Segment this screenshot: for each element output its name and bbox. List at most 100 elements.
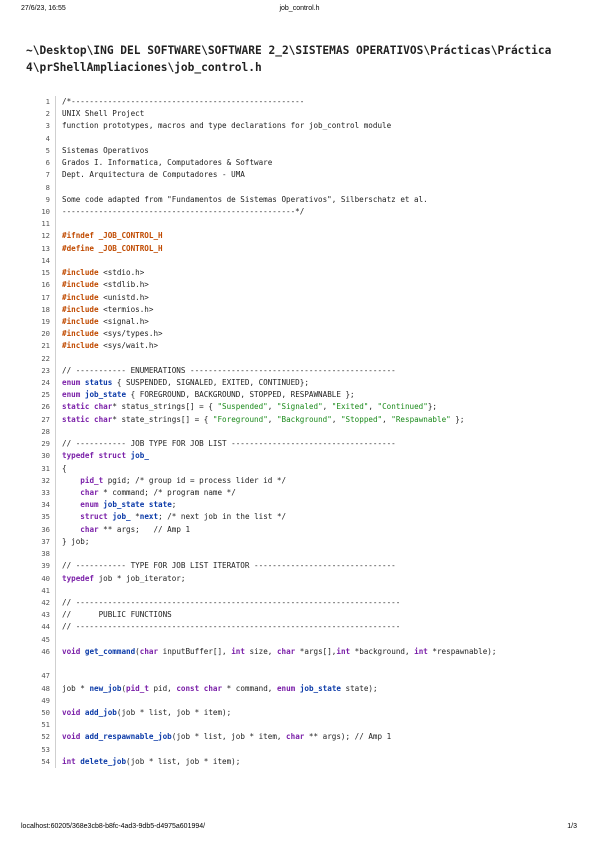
code-line: 23// ----------- ENUMERATIONS ----------…: [22, 364, 587, 378]
line-number: 4: [45, 133, 50, 143]
line-number: 8: [45, 182, 50, 192]
gutter-divider: [55, 670, 56, 683]
code-token: next: [139, 512, 159, 522]
code-token: enum: [62, 390, 81, 400]
file-path-heading: ~\Desktop\ING DEL SOFTWARE\SOFTWARE 2_2\…: [26, 44, 559, 74]
code-token: char: [80, 488, 99, 497]
code-line: 51: [22, 719, 587, 732]
code-listing: 1/*-------------------------------------…: [22, 96, 587, 769]
line-number: 17: [41, 292, 50, 302]
gutter-divider: [55, 291, 56, 304]
code-token: // ----------- TYPE FOR JOB LIST ITERATO…: [62, 561, 396, 571]
code-line: 15#include <stdio.h>: [22, 267, 587, 280]
line-number: 44: [41, 622, 50, 632]
gutter-divider: [55, 401, 56, 414]
code-token: void: [62, 707, 81, 717]
code-token: * status_strings[] = {: [112, 402, 218, 412]
code-token: (: [121, 683, 127, 693]
gutter-divider: [55, 389, 56, 402]
code-text: void add_respawnable_job(job * list, job…: [62, 731, 587, 743]
code-line: 39// ----------- TYPE FOR JOB LIST ITERA…: [22, 560, 587, 573]
code-token: char: [276, 646, 296, 656]
line-number: 31: [41, 463, 50, 473]
line-number: 19: [41, 316, 50, 326]
line-number: 29: [41, 439, 50, 449]
code-text: // ----------- JOB TYPE FOR JOB LIST ---…: [62, 438, 587, 450]
line-number: 9: [45, 194, 50, 204]
code-token: <stdlib.h>: [98, 280, 149, 290]
gutter-divider: [55, 633, 56, 646]
code-text: Sistemas Operativos: [62, 145, 587, 157]
gutter-divider: [55, 413, 56, 426]
gutter-divider: [55, 267, 56, 280]
gutter-divider: [55, 157, 56, 170]
code-line: 22: [22, 352, 587, 365]
code-token: #include: [62, 329, 99, 339]
code-token: #define: [62, 243, 95, 253]
code-token: *background,: [350, 646, 415, 656]
code-token: enum: [276, 683, 296, 693]
code-text: #ifndef _JOB_CONTROL_H: [62, 230, 587, 242]
code-line: 10--------------------------------------…: [22, 205, 587, 219]
code-token: * command;: [98, 488, 154, 497]
code-text: #include <sys/types.h>: [62, 328, 587, 340]
code-line: 34 enum job_state state;: [22, 499, 587, 512]
code-line: 37} job;: [22, 535, 587, 549]
line-number: 25: [41, 390, 50, 400]
code-token: ,: [331, 414, 341, 424]
gutter-divider: [55, 181, 56, 194]
code-token: enum: [80, 500, 99, 510]
line-number: 45: [41, 634, 50, 644]
code-token: * state_strings[] = {: [112, 414, 213, 424]
code-token: int: [62, 756, 76, 766]
gutter-divider: [55, 462, 56, 475]
gutter-divider: [55, 377, 56, 390]
gutter-divider: [55, 132, 56, 145]
code-token: "Foreground": [212, 414, 268, 424]
code-token: int: [414, 646, 428, 656]
line-number: 47: [41, 671, 50, 681]
code-token: // ----------- JOB TYPE FOR JOB LIST ---…: [62, 439, 396, 449]
code-line: 44// -----------------------------------…: [22, 621, 587, 634]
code-line: 8: [22, 181, 587, 194]
code-token: { FOREGROUND, BACKGROUND, STOPPED, RESPA…: [126, 390, 355, 400]
code-line: 41: [22, 584, 587, 597]
code-token: add_respawnable_job: [84, 732, 172, 742]
code-token: <sys/wait.h>: [98, 341, 159, 351]
gutter-divider: [55, 303, 56, 316]
code-token: _JOB_CONTROL_H: [94, 231, 163, 241]
line-number: 6: [45, 158, 50, 168]
code-token: pid,: [148, 683, 177, 693]
gutter-divider: [55, 279, 56, 292]
code-token: };: [450, 414, 465, 424]
line-number: 36: [41, 524, 50, 534]
line-number: 38: [41, 549, 50, 559]
gutter-divider: [55, 706, 56, 720]
code-token: job *: [62, 683, 90, 693]
code-token: ,: [267, 402, 277, 412]
gutter-divider: [55, 743, 56, 756]
code-line: 4: [22, 132, 587, 145]
gutter-divider: [55, 755, 56, 769]
gutter-divider: [55, 535, 56, 549]
gutter-divider: [55, 450, 56, 463]
code-token: #ifndef: [62, 231, 95, 241]
code-token: const: [176, 683, 200, 693]
line-number: 49: [41, 695, 50, 705]
code-line: 20#include <sys/types.h>: [22, 328, 587, 341]
code-token: new_job: [89, 683, 122, 693]
print-date: 27/6/23, 16:55: [21, 5, 66, 12]
code-line: 28: [22, 425, 587, 439]
code-line: 32 pid_t pgid; /* group id = process lid…: [22, 474, 587, 487]
code-token: static: [62, 414, 90, 424]
gutter-divider: [55, 108, 56, 121]
print-title: job_control.h: [279, 5, 320, 12]
code-token: Some code adapted from "Fundamentos de S…: [62, 194, 428, 204]
code-token: delete_job: [80, 756, 127, 766]
